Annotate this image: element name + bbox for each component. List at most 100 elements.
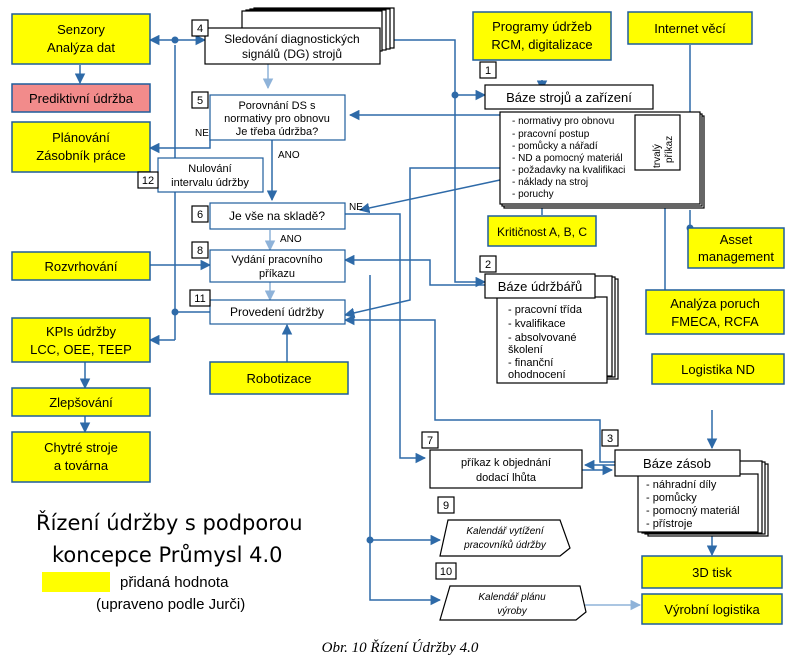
- edge-to-kalendar-vyroby: [369, 275, 442, 606]
- svg-text:Senzory: Senzory: [57, 22, 105, 37]
- svg-text:příkazu: příkazu: [259, 268, 295, 280]
- node-robotizace: Robotizace: [209, 361, 349, 395]
- svg-text:Prediktivní údržba: Prediktivní údržba: [29, 91, 134, 106]
- node-vyrobni: Výrobní logistika: [641, 593, 783, 625]
- svg-text:- pomocný materiál: - pomocný materiál: [646, 505, 740, 517]
- svg-text:3: 3: [607, 433, 613, 445]
- node-analyza: Analýza poruch FMECA, RCFA: [645, 289, 785, 335]
- edge-baze-provedeni: [343, 167, 505, 318]
- legend-text: přidaná hodnota: [120, 574, 229, 591]
- node-chytre: Chytré stroje a továrna: [11, 431, 151, 483]
- label-ne-1: NE: [195, 128, 209, 139]
- svg-text:- normativy pro obnovu: - normativy pro obnovu: [512, 116, 614, 127]
- svg-text:Je třeba údržba?: Je třeba údržba?: [236, 126, 319, 138]
- svg-text:normativy pro obnovu: normativy pro obnovu: [224, 113, 330, 125]
- svg-text:Báze strojů a zařízení: Báze strojů a zařízení: [506, 90, 632, 105]
- title-line-2: koncepce Průmysl 4.0: [52, 543, 282, 567]
- svg-text:Analýza dat: Analýza dat: [47, 40, 115, 55]
- svg-text:FMECA, RCFA: FMECA, RCFA: [671, 314, 759, 329]
- svg-text:6: 6: [197, 209, 203, 221]
- svg-text:KPIs údržby: KPIs údržby: [46, 324, 117, 339]
- node-sledovani: Sledování diagnostických signálů (DG) st…: [204, 7, 395, 65]
- svg-text:7: 7: [427, 435, 433, 447]
- trvaly-prikaz-box: [634, 114, 681, 171]
- label-ano-2: ANO: [280, 234, 302, 245]
- node-logistika: Logistika ND: [651, 353, 785, 385]
- svg-text:Logistika ND: Logistika ND: [681, 362, 755, 377]
- svg-text:Báze údržbářů: Báze údržbářů: [498, 279, 583, 294]
- node-programy: Programy údržeb RCM, digitalizace: [472, 11, 612, 61]
- svg-text:Je vše na skladě?: Je vše na skladě?: [229, 209, 325, 223]
- svg-text:Kalendář plánu: Kalendář plánu: [478, 592, 546, 603]
- svg-text:pracovníků údržby: pracovníků údržby: [463, 539, 547, 551]
- node-kriticnost: Kritičnost A, B, C: [487, 215, 597, 247]
- svg-text:- pomůcky: - pomůcky: [646, 492, 697, 504]
- svg-text:Zásobník práce: Zásobník práce: [36, 148, 126, 163]
- number-badges: 1 2 3 4 5 6 7 8 9 10 11 12: [137, 19, 619, 580]
- label-ne-2: NE: [349, 202, 363, 213]
- svg-text:- náklady na stroj: - náklady na stroj: [512, 177, 588, 188]
- node-baze-zasob: Báze zásob - náhradní díly - pomůcky - p…: [614, 449, 769, 537]
- svg-text:LCC, OEE, TEEP: LCC, OEE, TEEP: [30, 342, 132, 357]
- svg-text:signálů (DG) strojů: signálů (DG) strojů: [242, 47, 342, 61]
- svg-text:Robotizace: Robotizace: [246, 371, 311, 386]
- svg-text:Zlepšování: Zlepšování: [49, 395, 113, 410]
- node-provedeni: Provedení údržby: [209, 299, 346, 325]
- node-je-vse: Je vše na skladě?: [209, 202, 346, 230]
- svg-text:Nulování: Nulování: [188, 163, 231, 175]
- svg-text:Plánování: Plánování: [52, 130, 110, 145]
- svg-text:- požadavky na kvalifikaci: - požadavky na kvalifikaci: [512, 165, 625, 176]
- node-vydani: Vydání pracovního příkazu: [209, 249, 346, 283]
- svg-text:Porovnání DS s: Porovnání DS s: [238, 100, 316, 112]
- svg-text:- ND a pomocný materiál: - ND a pomocný materiál: [512, 153, 623, 164]
- svg-text:Sledování diagnostických: Sledování diagnostických: [224, 32, 359, 46]
- edge-jevse-objednani: [345, 213, 427, 464]
- edge-sledovani-baze: [380, 39, 487, 101]
- svg-text:Programy údržeb: Programy údržeb: [492, 19, 592, 34]
- svg-text:Internet věcí: Internet věcí: [654, 21, 726, 36]
- svg-text:a továrna: a továrna: [54, 458, 109, 473]
- svg-text:Rozvrhování: Rozvrhování: [45, 259, 118, 274]
- svg-text:- pracovní třída: - pracovní třída: [508, 304, 583, 316]
- svg-text:- kvalifikace: - kvalifikace: [508, 318, 565, 330]
- svg-text:3D tisk: 3D tisk: [692, 565, 732, 580]
- svg-text:11: 11: [194, 293, 205, 305]
- node-kpis: KPIs údržby LCC, OEE, TEEP: [11, 317, 151, 363]
- svg-text:Provedení údržby: Provedení údržby: [230, 305, 324, 319]
- node-kalendar-vyroby: Kalendář plánu výroby: [439, 585, 587, 621]
- node-internet: Internet věcí: [627, 11, 753, 45]
- svg-text:Asset: Asset: [720, 232, 753, 247]
- svg-text:trvalý: trvalý: [652, 144, 663, 168]
- node-senzory: Senzory Analýza dat: [11, 13, 151, 65]
- node-porovnani: Porovnání DS s normativy pro obnovu Je t…: [209, 94, 346, 141]
- svg-text:- finanční: - finanční: [508, 357, 553, 369]
- svg-text:školení: školení: [508, 344, 543, 356]
- svg-text:Analýza poruch: Analýza poruch: [670, 296, 760, 311]
- node-kalendar-udrzby: Kalendář vytížení pracovníků údržby: [439, 519, 571, 557]
- edge-to-baze-udrzbaru: [454, 95, 487, 288]
- svg-text:Kritičnost A, B, C: Kritičnost A, B, C: [497, 225, 587, 239]
- svg-text:Vydání pracovního: Vydání pracovního: [231, 254, 322, 266]
- svg-text:- absolvované: - absolvované: [508, 332, 577, 344]
- svg-text:příkaz k objednání: příkaz k objednání: [461, 457, 551, 469]
- svg-text:1: 1: [485, 65, 491, 77]
- node-zlepsovani: Zlepšování: [11, 387, 151, 417]
- svg-text:5: 5: [197, 95, 203, 107]
- svg-text:- přístroje: - přístroje: [646, 518, 692, 530]
- node-rozvrhovani: Rozvrhování: [11, 251, 151, 281]
- svg-text:- poruchy: - poruchy: [512, 189, 554, 200]
- svg-text:10: 10: [440, 566, 452, 578]
- svg-text:intervalu údržby: intervalu údržby: [171, 177, 249, 189]
- svg-text:- náhradní díly: - náhradní díly: [646, 479, 717, 491]
- svg-text:výroby: výroby: [497, 606, 527, 617]
- node-planovani: Plánování Zásobník práce: [11, 121, 151, 173]
- label-ano-1: ANO: [278, 150, 300, 161]
- svg-text:dodací lhůta: dodací lhůta: [476, 472, 537, 484]
- edge-zasob-provedeni: [343, 314, 615, 463]
- node-asset: Asset management: [687, 227, 785, 269]
- svg-text:Chytré stroje: Chytré stroje: [44, 440, 118, 455]
- svg-text:Báze zásob: Báze zásob: [643, 456, 711, 471]
- svg-text:2: 2: [485, 259, 491, 271]
- node-baze-udrzbaru: Báze údržbářů - pracovní třída - kvalifi…: [484, 273, 619, 384]
- svg-text:RCM, digitalizace: RCM, digitalizace: [491, 37, 592, 52]
